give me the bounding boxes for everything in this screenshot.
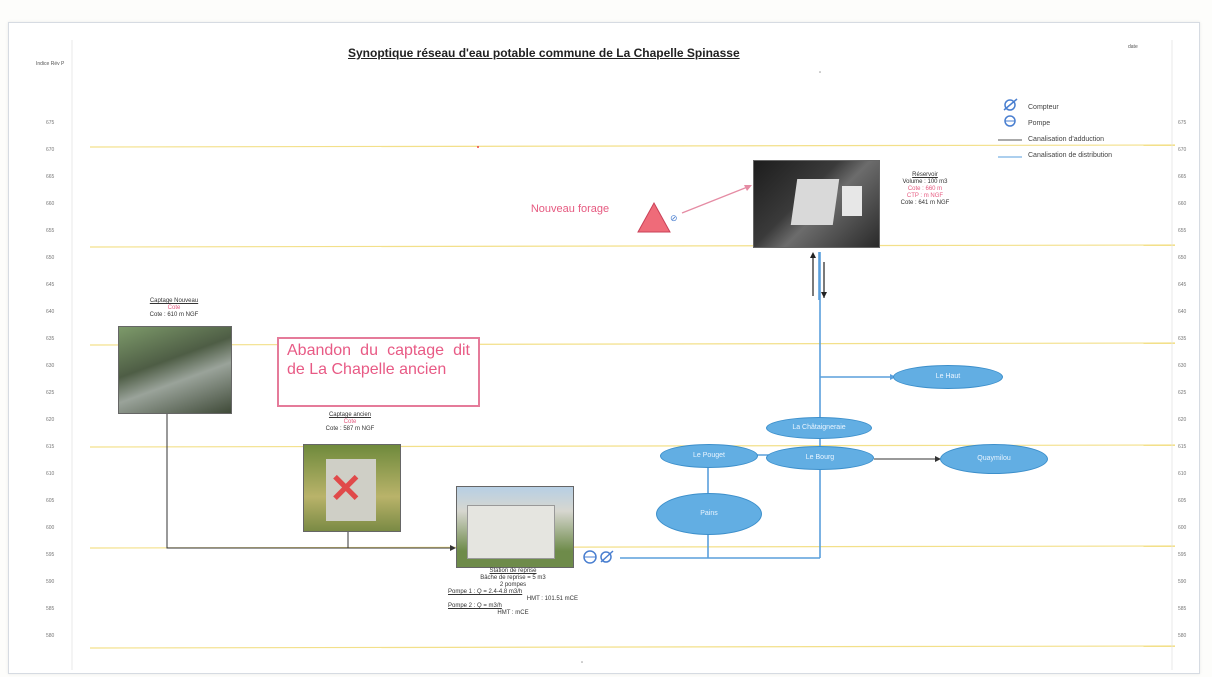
adduction-pipe-captage-nouveau [166,412,450,549]
abandon-notice: Abandon du captage dit de La Chapelle an… [277,337,480,407]
left-axis-tick: 650 [46,255,55,261]
oval-le-pouget: Le Pouget [660,444,758,468]
legend: Compteur Pompe Canalisation d'adduction … [1000,100,1112,164]
left-axis-tick: 620 [46,417,55,423]
oval-le-bourg: Le Bourg [766,446,874,470]
right-axis-tick: 660 [1178,201,1187,207]
right-axis-tick: 665 [1178,174,1187,180]
left-axis-tick: 605 [46,498,55,504]
right-axis-tick: 580 [1178,633,1187,639]
oval-pains: Pains [656,493,762,535]
right-axis-tick: 640 [1178,309,1187,315]
right-axis-tick: 645 [1178,282,1187,288]
left-axis-tick: 595 [46,552,55,558]
gridline [89,244,1176,248]
right-axis-tick: 615 [1178,444,1187,450]
right-axis-tick: 610 [1178,471,1187,477]
forage-triangle [637,201,671,233]
legend-item-meter: Compteur [1028,104,1059,111]
legend-icons [998,98,1022,158]
elevation-gridlines [71,40,1176,670]
right-axis-tick: 595 [1178,552,1187,558]
legend-item-pump: Pompe [1028,120,1051,127]
oval-la-chataigneraie: La Châtaigneraie [766,417,872,439]
right-axis-tick: 675 [1178,120,1187,126]
left-axis-tick: 625 [46,390,55,396]
right-axis-tick: 655 [1178,228,1187,234]
left-axis-tick: 580 [46,633,55,639]
left-axis-tick: 600 [46,525,55,531]
station-info: Station de reprise Bâche de reprise = 5 … [448,568,578,616]
reservoir-photo [753,160,880,248]
gridline [89,645,1176,649]
svg-text:⊘: ⊘ [670,213,678,223]
right-axis-tick: 605 [1178,498,1187,504]
captage-ancien-info: Captage ancien Cote Cote : 587 m NGF [325,412,375,432]
date-ref: date [1128,44,1138,50]
new-forage-label: Nouveau forage [530,203,610,215]
left-axis-tick: 670 [46,147,55,153]
left-axis-tick: 645 [46,282,55,288]
station-photo [456,486,574,568]
left-axis-tick: 630 [46,363,55,369]
right-axis-tick: 620 [1178,417,1187,423]
left-axis-tick: 655 [46,228,55,234]
right-axis-tick: 590 [1178,579,1187,585]
right-axis-tick: 650 [1178,255,1187,261]
left-axis-tick: 675 [46,120,55,126]
gridline [89,342,1176,346]
left-axis-tick: 635 [46,336,55,342]
left-axis-tick: 585 [46,606,55,612]
left-axis-tick: 615 [46,444,55,450]
left-axis-tick: 640 [46,309,55,315]
cross-icon: ✕ [329,467,363,511]
captage-ancien-photo: ✕ [303,444,401,532]
right-axis-tick: 600 [1178,525,1187,531]
left-axis-tick: 660 [46,201,55,207]
right-axis-tick: 630 [1178,363,1187,369]
oval-quaymilou: Quaymilou [940,444,1048,474]
reservoir-info: Réservoir Volume : 100 m3 Cote : 660 m C… [900,172,950,206]
right-axis-tick: 670 [1178,147,1187,153]
oval-le-haut: Le Haut [893,365,1003,389]
left-axis-tick: 665 [46,174,55,180]
captage-nouveau-photo [118,326,232,414]
left-axis-tick: 610 [46,471,55,477]
right-axis-tick: 625 [1178,390,1187,396]
page-title: Synoptique réseau d'eau potable commune … [348,46,740,60]
left-axis-tick: 590 [46,579,55,585]
legend-item-distribution: Canalisation de distribution [1028,152,1113,159]
revision-ref: Indice Rév P [36,61,65,67]
right-axis-tick: 635 [1178,336,1187,342]
right-axis-tick: 585 [1178,606,1187,612]
gridline [89,144,1176,148]
legend-item-adduction: Canalisation d'adduction [1028,136,1105,143]
captage-nouveau-info: Captage Nouveau Cote Cote : 610 m NGF [149,298,199,318]
